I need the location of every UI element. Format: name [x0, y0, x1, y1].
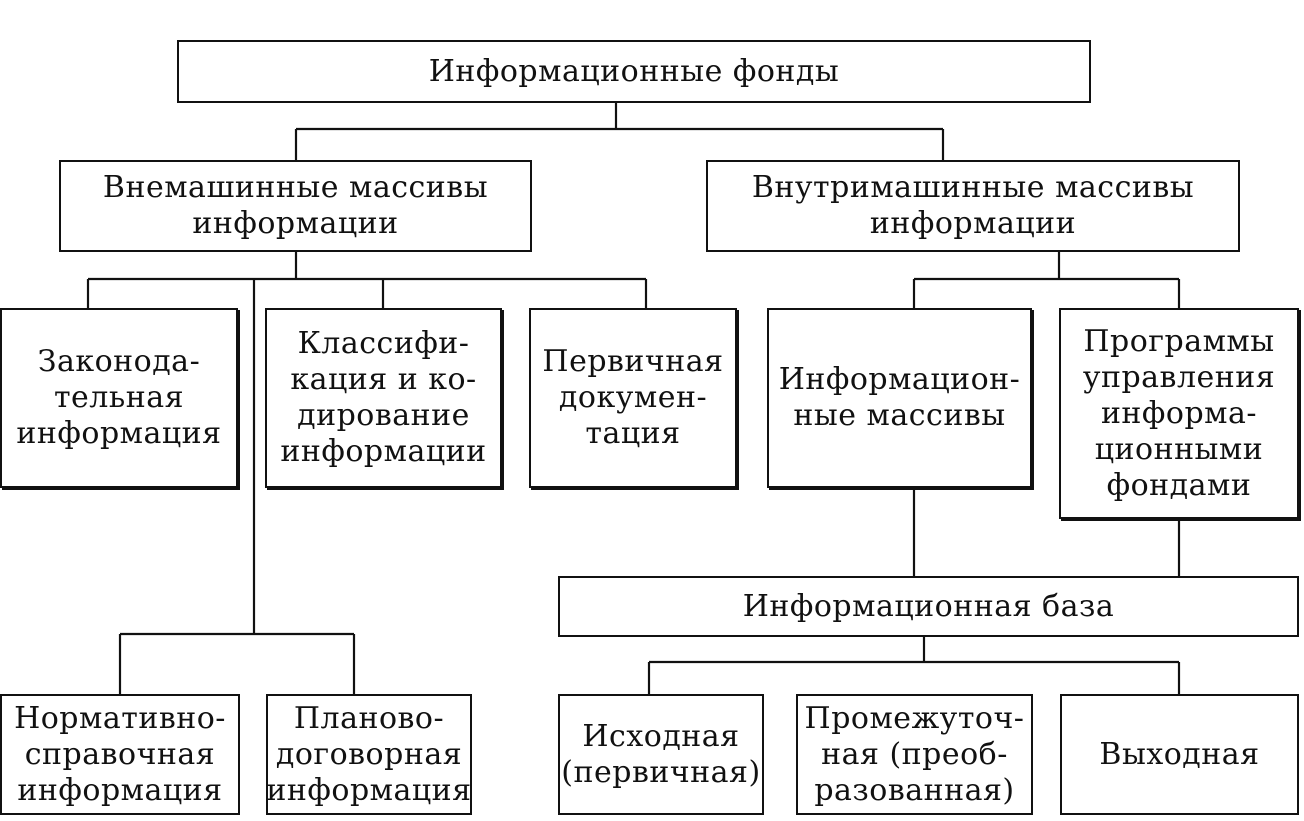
node-legislative-info: Законода- тельная информация	[0, 308, 238, 488]
node-output: Выходная	[1060, 694, 1299, 815]
node-online-arrays: Внутримашинные массивы информации	[706, 160, 1240, 252]
node-management-programs: Программы управления информа- ционными ф…	[1059, 308, 1299, 519]
node-input-primary: Исходная (первичная)	[558, 694, 764, 815]
node-classification-coding: Классифи- кация и ко- дирование информац…	[265, 308, 502, 488]
node-planning-contract: Планово- договорная информация	[266, 694, 472, 815]
node-offline-arrays: Внемашинные массивы информации	[59, 160, 532, 252]
node-primary-documentation: Первичная докумен- тация	[529, 308, 737, 488]
node-information-base: Информационная база	[558, 576, 1299, 637]
node-normative-reference: Нормативно- справочная информация	[0, 694, 240, 815]
node-intermediate-transformed: Промежуточ- ная (преоб- разованная)	[796, 694, 1033, 815]
node-information-arrays: Информацион- ные массивы	[767, 308, 1032, 488]
node-information-funds: Информационные фонды	[177, 40, 1091, 103]
